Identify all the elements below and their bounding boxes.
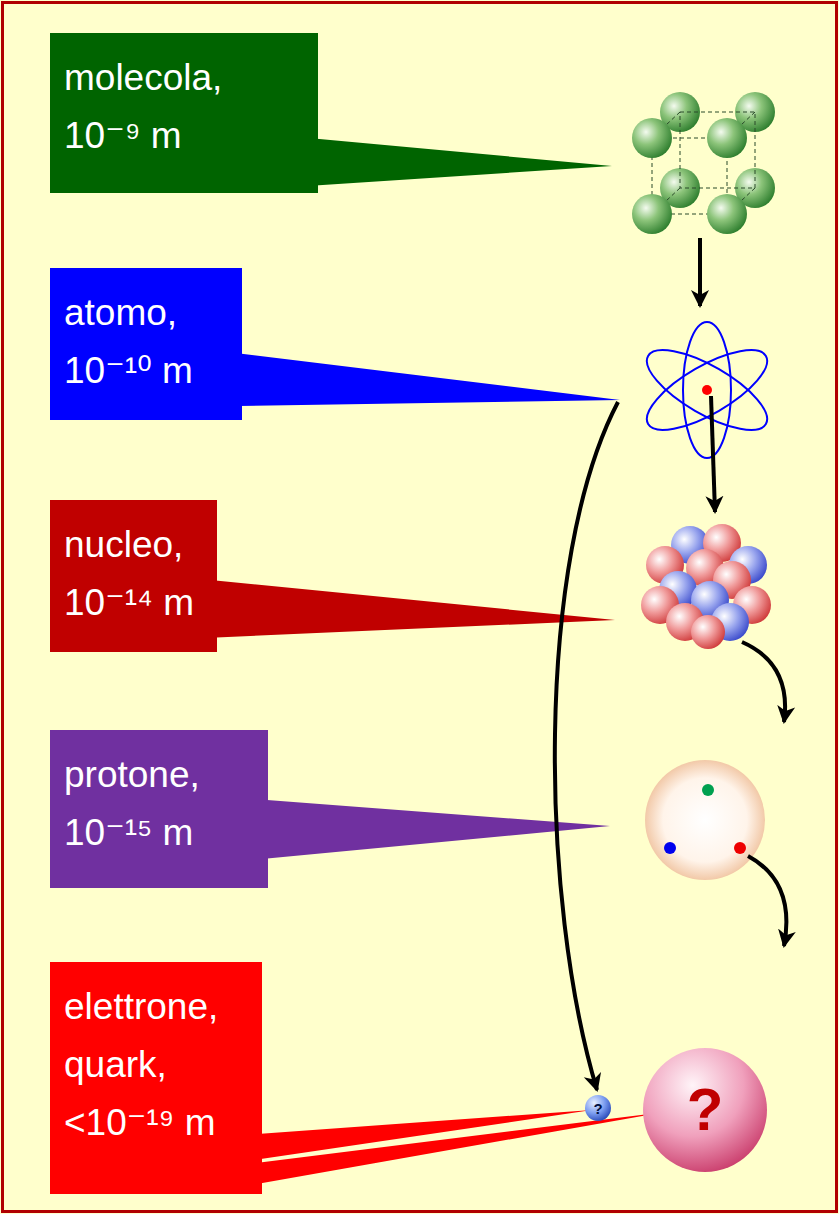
nucleon <box>691 615 725 649</box>
callout-box: protone,10⁻¹⁵ m <box>50 730 268 888</box>
callout-tail <box>160 575 615 640</box>
arrow <box>698 238 702 306</box>
arrow <box>742 642 785 722</box>
particle-circle: ? <box>585 1095 611 1121</box>
arrow <box>555 402 618 1090</box>
frame <box>3 3 837 1212</box>
scale-label: elettrone, <box>64 978 246 1036</box>
scale-label: 10⁻¹⁰ m <box>64 342 226 400</box>
atom-sphere <box>632 118 672 158</box>
quark-dot <box>702 784 714 796</box>
quark-dot <box>664 842 676 854</box>
arrow <box>711 396 715 512</box>
proton-sphere <box>645 760 765 880</box>
callout-box: atomo,10⁻¹⁰ m <box>50 268 242 420</box>
nucleus-illustration <box>641 524 771 649</box>
scale-label: 10⁻⁹ m <box>64 107 302 165</box>
atom-sphere <box>707 118 747 158</box>
orbit <box>636 335 778 445</box>
particle-circle: ? <box>643 1048 767 1172</box>
scale-label: nucleo, <box>64 516 201 574</box>
question-mark: ? <box>687 1080 724 1140</box>
arrow <box>748 856 786 946</box>
callout-box: molecola,10⁻⁹ m <box>50 33 318 193</box>
scale-label: 10⁻¹⁴ m <box>64 574 201 632</box>
atom-illustration <box>636 322 778 458</box>
scale-label: atomo, <box>64 284 226 342</box>
atom-sphere <box>632 194 672 234</box>
orbit <box>683 322 731 458</box>
scale-label: <10⁻¹⁹ m <box>64 1094 246 1152</box>
callout-box: nucleo,10⁻¹⁴ m <box>50 500 217 652</box>
scale-label: protone, <box>64 746 252 804</box>
callout-tail <box>200 1112 665 1194</box>
atom-nucleus-dot <box>702 385 712 395</box>
scale-label: molecola, <box>64 49 302 107</box>
molecule-illustration <box>632 92 775 234</box>
callout-box: elettrone,quark,<10⁻¹⁹ m <box>50 962 262 1194</box>
arrows <box>555 238 787 1090</box>
orbit <box>636 335 778 445</box>
atom-sphere <box>707 194 747 234</box>
proton-illustration <box>645 760 765 880</box>
particle-sphere <box>643 1048 767 1172</box>
scale-label: 10⁻¹⁵ m <box>64 804 252 862</box>
quark-dot <box>734 842 746 854</box>
scale-label: quark, <box>64 1036 246 1094</box>
question-mark: ? <box>593 1101 602 1116</box>
particle-sphere <box>585 1095 611 1121</box>
